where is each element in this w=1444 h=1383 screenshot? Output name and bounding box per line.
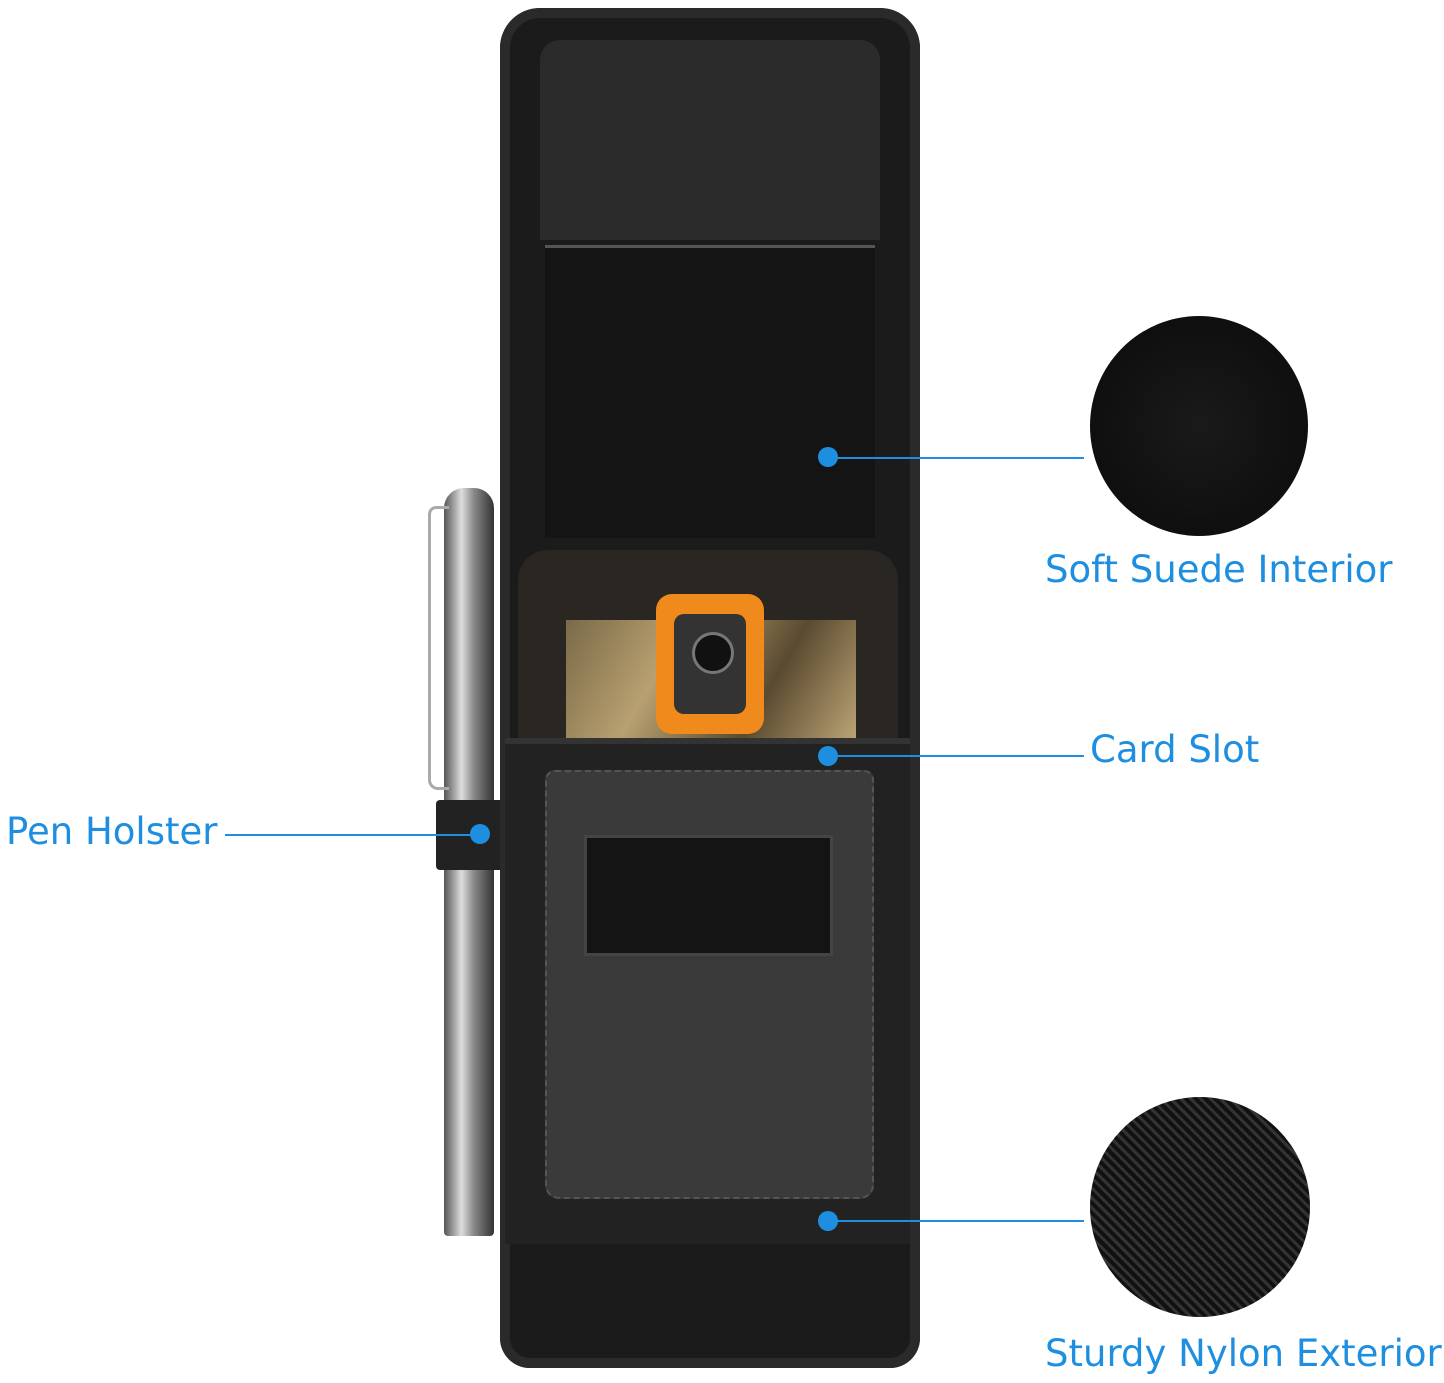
pen-clip — [428, 506, 449, 790]
nylon-callout-line — [836, 1220, 1084, 1222]
label-pen-holster: Pen Holster — [6, 810, 218, 853]
suede-callout-line — [836, 457, 1084, 459]
velcro-flap — [540, 40, 880, 240]
nylon-callout-dot — [818, 1211, 838, 1231]
card-slot-callout-line — [836, 755, 1084, 757]
label-soft-suede-interior: Soft Suede Interior — [1045, 548, 1393, 591]
nylon-swatch — [1090, 1097, 1310, 1317]
suede-interior — [545, 245, 875, 538]
suede-callout-dot — [818, 447, 838, 467]
camera-lens — [692, 632, 734, 674]
pen-holster-callout-line — [225, 834, 475, 836]
label-card-slot: Card Slot — [1090, 728, 1260, 771]
card-slot-callout-dot — [818, 746, 838, 766]
velcro-strip — [584, 835, 833, 956]
suede-swatch — [1090, 316, 1308, 536]
pen-holster-callout-dot — [470, 824, 490, 844]
label-sturdy-nylon-exterior: Sturdy Nylon Exterior — [1045, 1332, 1442, 1375]
